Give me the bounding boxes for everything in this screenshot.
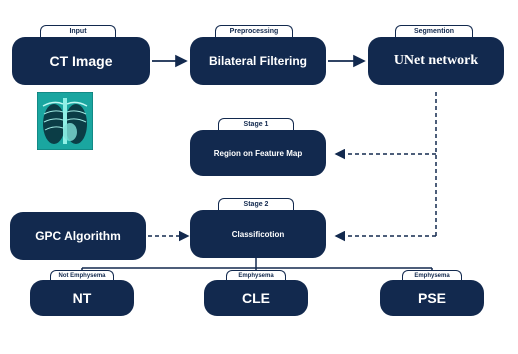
bilateral-filtering-node: Bilateral Filtering — [190, 37, 326, 85]
region-feature-map-node: Region on Feature Map — [190, 130, 326, 176]
unet-network-node: UNet network — [368, 37, 504, 85]
cle-tag: Emphysema — [226, 270, 286, 280]
gpc-algorithm-node: GPC Algorithm — [10, 212, 146, 260]
chest-xray-icon — [37, 92, 93, 150]
nt-node: NT — [30, 280, 134, 316]
preprocessing-tag: Preprocessing — [215, 25, 293, 37]
ct-image-node: CT Image — [12, 37, 150, 85]
stage2-tag: Stage 2 — [218, 198, 294, 210]
segmentation-tag: Segmention — [395, 25, 473, 37]
nt-tag: Not Emphysema — [50, 270, 114, 280]
classification-node: Classificotion — [190, 210, 326, 258]
pse-node: PSE — [380, 280, 484, 316]
cle-node: CLE — [204, 280, 308, 316]
pse-tag: Emphysema — [402, 270, 462, 280]
input-tag: Input — [40, 25, 116, 37]
stage1-tag: Stage 1 — [218, 118, 294, 130]
